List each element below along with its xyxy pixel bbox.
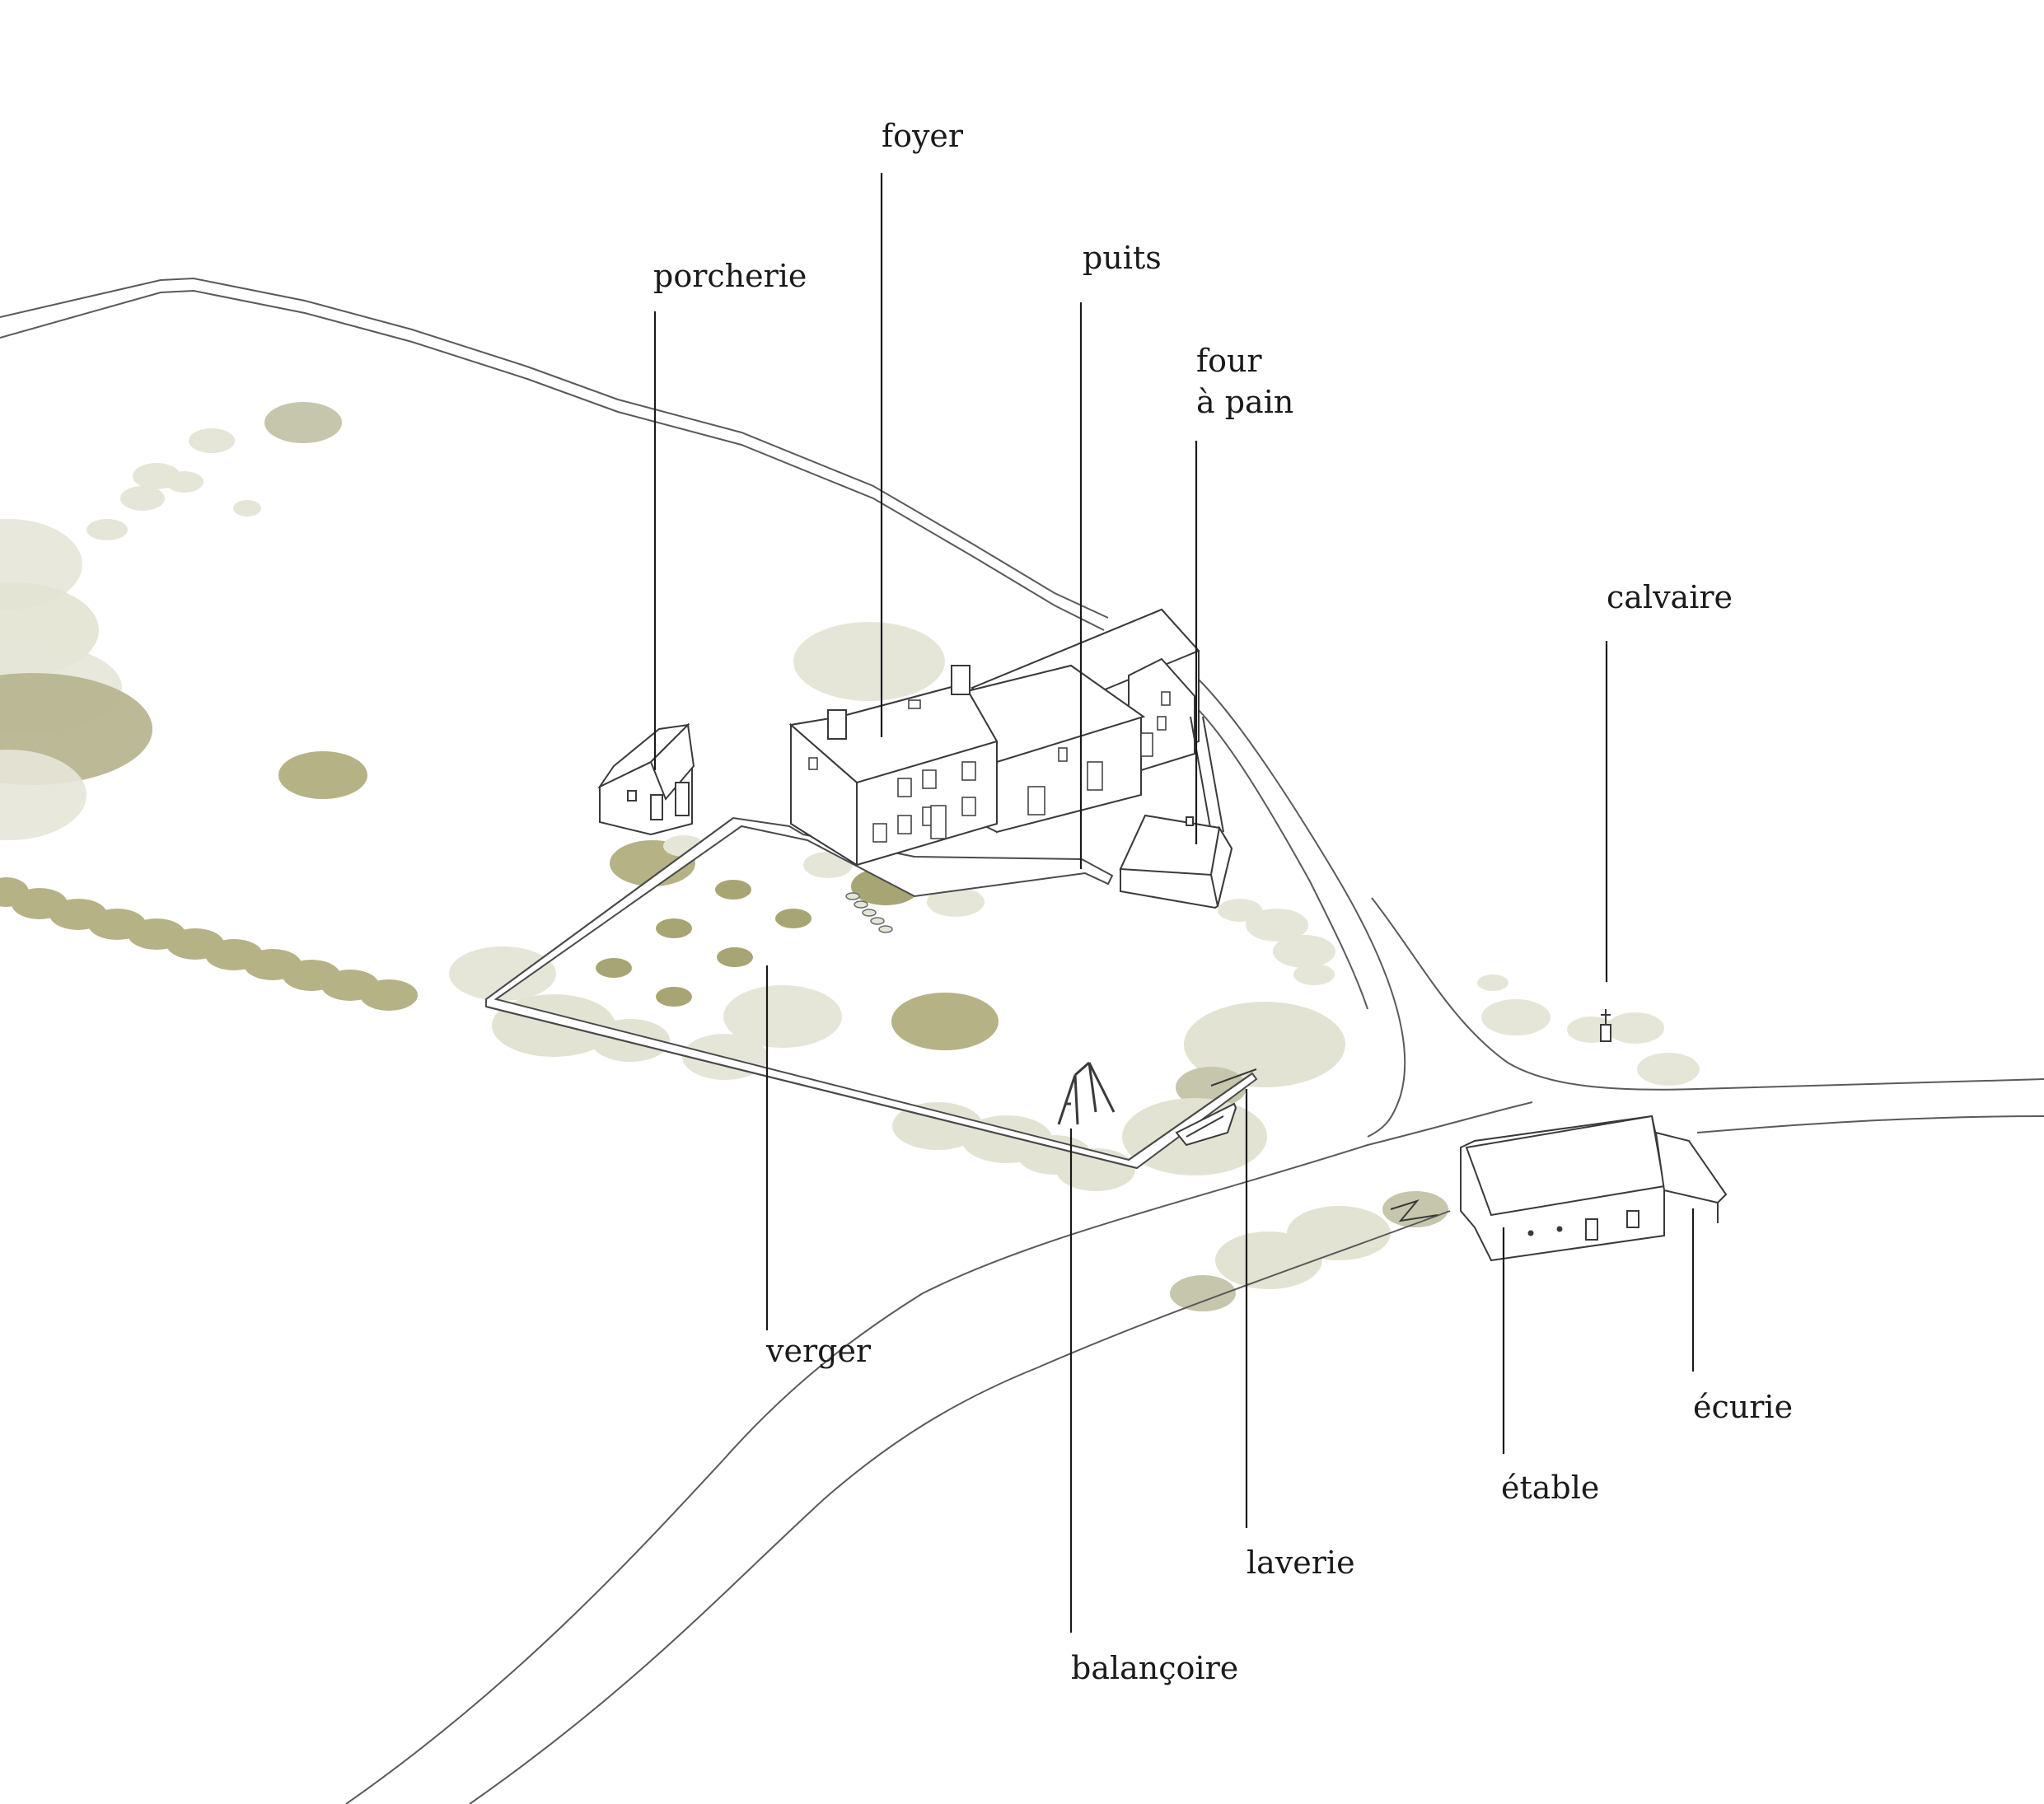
tree-canopy	[596, 958, 632, 978]
leader-lines	[653, 173, 1695, 1633]
label-laverie: laverie	[1247, 1545, 1355, 1581]
tree-canopy	[189, 428, 235, 453]
tree-canopy	[656, 987, 692, 1007]
label-four-a-pain: four à pain	[1196, 340, 1293, 423]
tree-canopy	[775, 909, 812, 928]
calvaire-cross	[1600, 1009, 1611, 1042]
label-four-line1: four	[1196, 343, 1262, 379]
tree-canopy	[233, 500, 261, 516]
upper-road-edge	[0, 289, 1105, 631]
tree-canopy	[892, 1102, 983, 1150]
tree-canopy	[1215, 1231, 1322, 1289]
tree-canopy	[1273, 935, 1335, 968]
tree-canopy	[717, 947, 753, 967]
tree-canopy	[1170, 1275, 1236, 1311]
laundry-basin	[1175, 1068, 1257, 1147]
roads	[0, 277, 2044, 1804]
garden-steps	[845, 892, 893, 933]
tree-canopy	[715, 880, 751, 900]
calvaire-road	[1696, 1115, 2044, 1133]
label-verger: verger	[766, 1333, 872, 1369]
label-etable: étable	[1501, 1470, 1600, 1506]
main-house	[788, 608, 1224, 867]
upper-road-edge	[0, 277, 1109, 619]
pigsty	[597, 722, 695, 836]
swing	[1057, 1061, 1116, 1125]
label-four-line2: à pain	[1196, 384, 1294, 420]
tree-canopy	[927, 887, 985, 917]
tree-canopy	[793, 622, 945, 701]
tree-canopy	[656, 918, 692, 938]
tree-canopy	[723, 985, 842, 1048]
label-puits: puits	[1083, 240, 1162, 276]
label-calvaire: calvaire	[1607, 579, 1733, 615]
tree-canopy	[87, 519, 128, 540]
label-balancoire: balançoire	[1071, 1650, 1239, 1686]
tree-canopy	[1481, 999, 1551, 1035]
tree-canopy	[278, 751, 367, 799]
bread-oven	[1119, 814, 1233, 909]
calvaire-road	[1371, 897, 2044, 1091]
lower-road	[345, 1101, 1533, 1804]
vegetation	[0, 402, 1700, 1311]
tree-canopy	[166, 471, 203, 493]
lower-road	[469, 1210, 1451, 1804]
tree-canopy	[360, 979, 418, 1011]
label-porcherie: porcherie	[653, 258, 807, 294]
tree-canopy	[1637, 1053, 1700, 1086]
tree-canopy	[1607, 1012, 1664, 1044]
tree-canopy	[264, 402, 342, 443]
stable-building	[1390, 1115, 1728, 1262]
label-ecurie: écurie	[1693, 1389, 1794, 1425]
tree-canopy	[120, 486, 165, 511]
tree-canopy	[1246, 909, 1308, 942]
tree-canopy	[1293, 964, 1335, 985]
tree-canopy	[449, 946, 556, 1001]
label-foyer: foyer	[882, 118, 964, 154]
tree-canopy	[0, 750, 87, 840]
tree-canopy	[891, 993, 999, 1050]
side-road	[1198, 679, 1406, 1138]
tree-canopy	[1184, 1002, 1345, 1087]
side-road	[1198, 709, 1368, 1010]
tree-canopy	[1477, 974, 1508, 991]
